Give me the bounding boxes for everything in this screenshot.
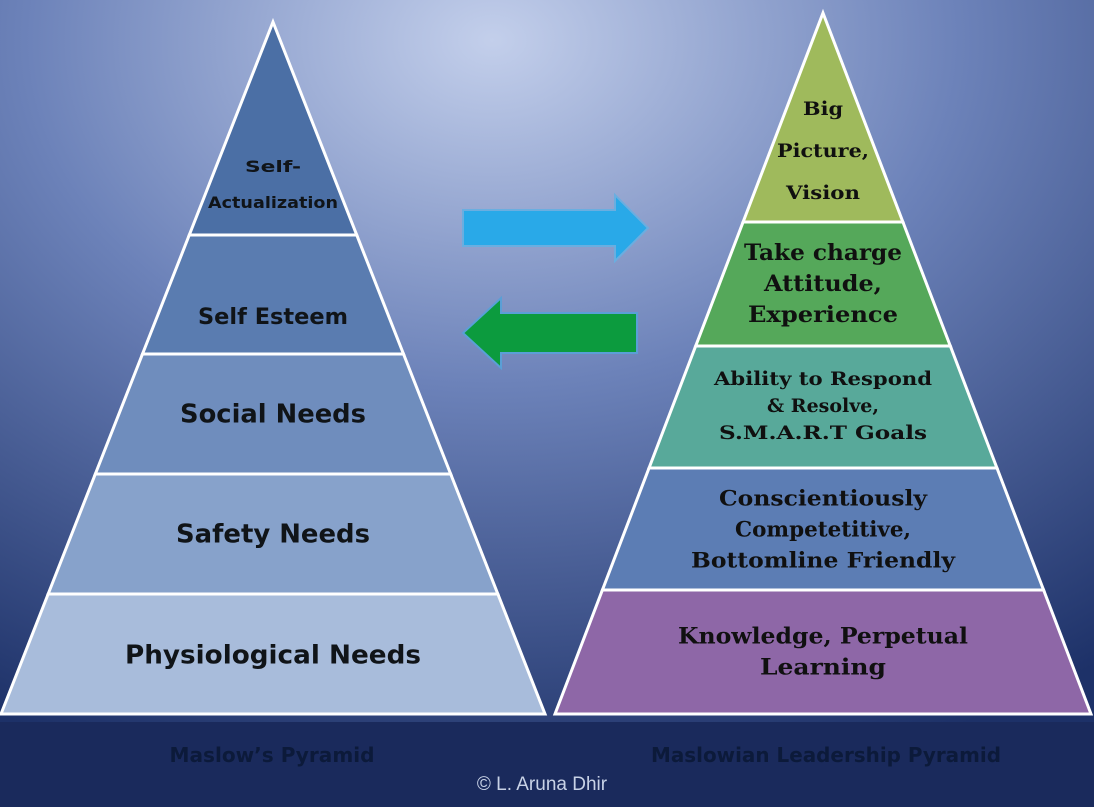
- right-pyramid-caption: Maslowian Leadership Pyramid: [651, 743, 1001, 767]
- maslow-tier-2-label-line-1: Self Esteem: [198, 305, 348, 330]
- leadership-tier-4-label-line-1: Conscientiously: [719, 486, 928, 511]
- leadership-tier-4-label-line-3: Bottomline Friendly: [691, 548, 956, 573]
- leadership-tier-2-label-line-1: Take charge: [744, 240, 902, 266]
- footer-band: [0, 722, 1094, 807]
- arrow-right-icon: [462, 192, 650, 264]
- maslow-tier-5: [0, 592, 548, 716]
- copyright-text: © L. Aruna Dhir: [477, 774, 608, 795]
- leadership-tier-3-label-line-2: & Resolve,: [767, 395, 879, 417]
- leadership-tier-5-label-line-2: Learning: [760, 654, 886, 680]
- leadership-tier-5-label-line-1: Knowledge, Perpetual: [678, 623, 968, 649]
- maslow-tier-1-label-line-2: Actualization: [208, 193, 338, 212]
- arrows: [461, 192, 650, 371]
- maslow-tier-1-label-line-1: Self-: [245, 157, 301, 176]
- maslow-tier-4-label-line-1: Safety Needs: [176, 519, 370, 549]
- arrow-left-icon: [461, 295, 638, 371]
- leadership-tier-1-label-line-2: Picture,: [777, 140, 869, 162]
- leadership-tier-2-label-line-2: Attitude,: [763, 271, 882, 297]
- leadership-tier-2-label-line-3: Experience: [748, 302, 898, 328]
- leadership-tier-1-label-line-3: Vision: [785, 182, 860, 204]
- leadership-tier-3-label-line-3: S.M.A.R.T Goals: [719, 422, 927, 444]
- leadership-tier-5: [552, 588, 1094, 716]
- leadership-tier-3-label-line-1: Ability to Respond: [713, 368, 932, 390]
- maslow-tier-2: [140, 233, 406, 356]
- maslow-tier-5-label-line-1: Physiological Needs: [125, 640, 421, 670]
- left-pyramid-caption: Maslow’s Pyramid: [170, 743, 375, 767]
- leadership-tier-4-label-line-2: Competetitive,: [735, 517, 911, 542]
- leadership-tier-1-label-line-1: Big: [803, 98, 843, 120]
- maslow-tier-3-label-line-1: Social Needs: [180, 399, 366, 429]
